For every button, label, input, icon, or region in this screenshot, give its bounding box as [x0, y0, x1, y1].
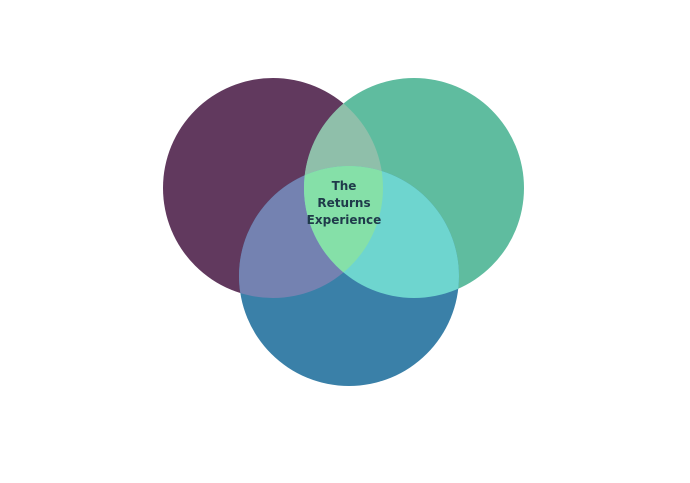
center-label-line-2: Returns [317, 196, 371, 210]
center-label-line-3: Experience [306, 213, 382, 227]
center-label: The Returns Experience [300, 178, 388, 229]
center-label-line-1: The [331, 179, 357, 193]
venn-intersection-right-bottom [304, 166, 459, 298]
